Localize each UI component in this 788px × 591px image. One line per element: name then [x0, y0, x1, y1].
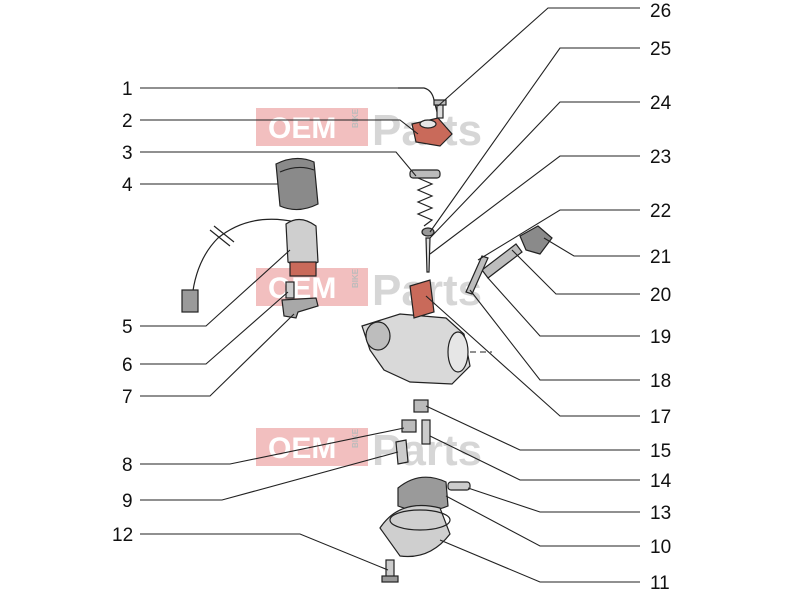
callout-11: 11 — [650, 573, 670, 591]
part-2-top-cap — [411, 117, 453, 147]
leader-25 — [429, 47, 640, 233]
callout-8: 8 — [122, 455, 133, 476]
leader-9 — [140, 451, 399, 501]
leader-8 — [140, 427, 405, 465]
part-9-float-valve — [395, 439, 409, 465]
leader-20 — [511, 249, 640, 295]
leader-18 — [469, 289, 640, 381]
callout-10: 10 — [650, 537, 671, 558]
callout-3: 3 — [122, 143, 133, 164]
callout-21: 21 — [650, 247, 671, 268]
part-14-jet — [421, 419, 431, 445]
watermark-bottom: OEM BIKE Parts — [256, 426, 482, 475]
leader-lines — [140, 7, 640, 583]
leader-26 — [437, 7, 640, 107]
leader-10 — [445, 495, 640, 547]
watermark-bike-text: BIKE — [351, 268, 360, 288]
callout-15: 15 — [650, 441, 671, 462]
part-8-jet — [401, 419, 417, 433]
leader-24 — [429, 101, 640, 239]
callout-22: 22 — [650, 201, 671, 222]
callout-6: 6 — [122, 355, 133, 376]
leader-6 — [140, 291, 289, 365]
callout-5: 5 — [122, 317, 133, 338]
leader-3 — [140, 151, 417, 177]
callout-4: 4 — [122, 175, 133, 196]
carburetor-body — [361, 279, 492, 385]
callout-24: 24 — [650, 93, 672, 114]
watermark-top: OEM BIKE Parts — [256, 106, 482, 155]
callout-14: 14 — [650, 471, 672, 492]
part-20-idle-screw — [481, 243, 523, 279]
leader-21 — [543, 237, 640, 257]
leader-12 — [140, 533, 389, 571]
leader-11 — [439, 539, 640, 583]
callout-2: 2 — [122, 111, 133, 132]
part-4-rubber-cap — [275, 157, 319, 211]
leader-7 — [140, 313, 295, 397]
callout-18: 18 — [650, 371, 671, 392]
part-21-knob — [519, 225, 553, 255]
callout-23: 23 — [650, 147, 671, 168]
callout-12: 12 — [112, 525, 133, 546]
part-6-screw — [285, 281, 295, 299]
leader-5 — [140, 249, 291, 327]
part-3-spring — [409, 169, 441, 227]
callout-26: 26 — [650, 1, 671, 22]
callout-17: 17 — [650, 407, 671, 428]
leader-15 — [425, 405, 640, 451]
watermark-oem-text: OEM — [268, 432, 336, 465]
part-13-pin — [447, 481, 471, 491]
part-12-screw — [381, 559, 399, 583]
leader-2 — [140, 119, 419, 135]
part-7-bracket — [281, 297, 319, 319]
part-19-mixture-screw — [465, 255, 489, 295]
leader-13 — [467, 487, 640, 513]
part-5-cable-assembly — [181, 218, 319, 313]
part-15-jet — [413, 399, 429, 413]
callout-labels: 1 2 3 4 5 6 7 8 9 10 11 12 13 14 15 17 1… — [112, 1, 672, 591]
callout-7: 7 — [122, 387, 133, 408]
watermark-bike-text: BIKE — [351, 108, 360, 128]
callout-19: 19 — [650, 327, 671, 348]
callout-9: 9 — [122, 491, 133, 512]
leader-17 — [425, 295, 640, 417]
leader-19 — [487, 277, 640, 337]
callout-1: 1 — [122, 79, 133, 100]
callout-25: 25 — [650, 39, 671, 60]
leader-22 — [477, 209, 640, 261]
leader-14 — [429, 435, 640, 481]
callout-13: 13 — [650, 503, 671, 524]
leader-23 — [429, 155, 640, 255]
part-11-float-bowl — [379, 504, 451, 558]
callout-20: 20 — [650, 285, 671, 306]
watermark-oem-text: OEM — [268, 112, 336, 145]
